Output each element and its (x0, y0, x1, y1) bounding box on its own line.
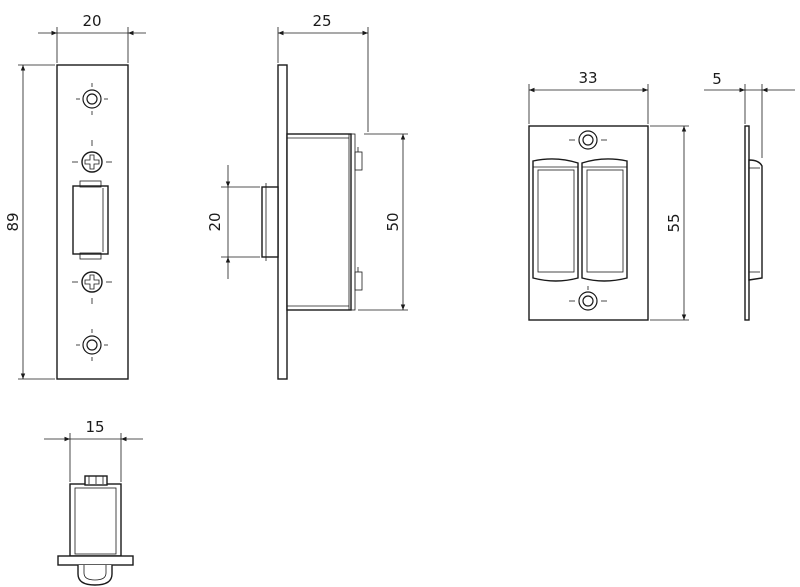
spring-pin-bottom (354, 271, 363, 291)
front-view: 20 89 (4, 12, 146, 380)
strike-side-view: 5 (704, 70, 795, 321)
bottom-phillips-screw (72, 271, 112, 304)
bolt-height-label: 20 (206, 212, 224, 231)
bottom-bolt-roller (77, 565, 113, 586)
strike-bottom-hole (569, 286, 607, 311)
strike-top-hole (569, 130, 607, 150)
top-screw-hole (76, 83, 108, 115)
bottom-faceplate (57, 555, 134, 566)
dimension-strike-thickness: 5 (704, 70, 795, 158)
body-height-label: 50 (384, 212, 402, 231)
strike-right-cup (581, 158, 628, 282)
dimension-strike-height: 55 (650, 125, 689, 321)
strike-side-cup (748, 159, 763, 281)
strike-thickness-label: 5 (712, 70, 722, 88)
dimension-side-depth: 25 (277, 12, 369, 132)
bolt-slot (72, 180, 109, 260)
strike-front-view: 33 55 (528, 69, 689, 321)
bottom-view: 15 (44, 418, 143, 586)
strike-height-label: 55 (665, 213, 683, 232)
dimension-body-height: 50 (358, 133, 408, 311)
dimension-strike-width: 33 (528, 69, 649, 124)
top-phillips-screw (72, 140, 112, 173)
side-view: 25 20 50 (206, 12, 408, 380)
front-height-label: 89 (4, 212, 22, 231)
strike-width-label: 33 (578, 69, 597, 87)
latch-bolt (261, 186, 279, 258)
bottom-body (69, 483, 122, 557)
latch-body (286, 133, 352, 311)
strike-left-cup (532, 158, 579, 282)
dimension-bottom-width: 15 (44, 418, 143, 482)
bottom-screw-hole (76, 329, 108, 361)
side-depth-label: 25 (312, 12, 331, 30)
front-width-label: 20 (82, 12, 101, 30)
spring-pin-top (354, 151, 363, 171)
side-faceplate (277, 64, 288, 380)
dimension-front-width: 20 (38, 12, 146, 63)
dimension-front-height: 89 (4, 64, 55, 380)
bottom-width-label: 15 (85, 418, 104, 436)
dimension-bolt-height: 20 (206, 165, 260, 279)
